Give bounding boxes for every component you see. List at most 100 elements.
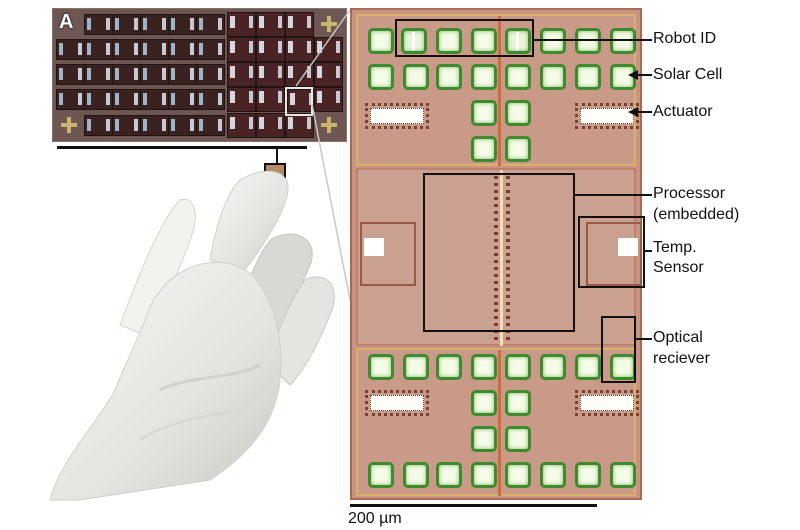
solar-cell: [471, 100, 497, 126]
label-solar-cell: Solar Cell: [653, 66, 723, 83]
optical-receiver-leader: [636, 338, 652, 340]
solar-cell: [505, 390, 531, 416]
solar-cell: [540, 354, 566, 380]
solar-cell: [540, 64, 566, 90]
robot-id-callout-box: [395, 19, 534, 57]
solar-cell: [505, 462, 531, 488]
robot-die: [112, 89, 141, 110]
robot-die: [112, 14, 141, 35]
robot-die: [227, 37, 256, 62]
robot-die: [285, 12, 314, 37]
solar-cell: [403, 462, 429, 488]
solar-cell: [505, 136, 531, 162]
actuator: [575, 103, 639, 129]
robot-die: [140, 39, 169, 60]
robot-die: [227, 87, 256, 112]
solar-cell: [505, 100, 531, 126]
label-processor-sub: (embedded): [653, 206, 740, 223]
solar-cell: [471, 64, 497, 90]
via-column: [494, 176, 498, 341]
solar-cell: [471, 136, 497, 162]
solar-cell: [575, 64, 601, 90]
robot-id-leader: [534, 39, 652, 41]
solar-cell: [575, 354, 601, 380]
robot-die: [227, 12, 256, 37]
chip-scale-bar: [350, 504, 597, 507]
wafer-inset-image: A: [52, 8, 347, 142]
chip-top-section: [356, 14, 639, 166]
robot-die: [196, 64, 225, 85]
label-processor: Processor: [653, 185, 726, 202]
solar-cell: [368, 462, 394, 488]
processor-callout-box: [423, 173, 575, 332]
robot-die: [256, 87, 285, 112]
robot-die: [84, 64, 113, 85]
robot-die: [256, 62, 285, 87]
robot-id-element: [505, 28, 531, 54]
solar-cell: [505, 64, 531, 90]
robot-die: [256, 113, 285, 138]
alignment-mark-icon: [321, 16, 337, 32]
robot-die: [314, 62, 343, 87]
robot-die: [112, 64, 141, 85]
alignment-mark-icon: [321, 117, 337, 133]
label-actuator: Actuator: [653, 103, 713, 120]
robot-die: [84, 115, 113, 136]
actuator: [365, 390, 429, 416]
robot-die: [168, 14, 197, 35]
robot-die: [196, 14, 225, 35]
robot-die: [196, 115, 225, 136]
panel-label: A: [59, 11, 74, 33]
label-receiver: reciever: [653, 350, 710, 367]
solar-cell: [471, 426, 497, 452]
actuator-leader: [636, 111, 652, 113]
alignment-mark-icon: [61, 117, 77, 133]
actuator: [575, 390, 639, 416]
robot-id-element: [401, 28, 427, 54]
robot-die: [196, 89, 225, 110]
solar-cell: [575, 28, 601, 54]
gloved-hand-image: [49, 170, 335, 501]
wafer-scale-bar: [57, 146, 307, 149]
label-optical: Optical: [653, 329, 703, 346]
actuator: [365, 103, 429, 129]
robot-die: [168, 115, 197, 136]
solar-cell: [436, 462, 462, 488]
center-trace: [498, 350, 501, 496]
solar-cell: [368, 28, 394, 54]
solar-cell: [436, 28, 462, 54]
robot-die: [227, 62, 256, 87]
temp-sensor-leader: [645, 250, 652, 252]
scale-bar-label: 200 µm: [348, 510, 402, 527]
robot-die: [140, 115, 169, 136]
temp-sensor-callout-box: [578, 216, 645, 288]
arrow-left-icon: [628, 70, 638, 80]
robot-die: [256, 37, 285, 62]
solar-cell: [505, 426, 531, 452]
solar-cell: [403, 64, 429, 90]
robot-die: [227, 113, 256, 138]
solar-cell: [368, 354, 394, 380]
solar-cell-leader: [636, 74, 652, 76]
robot-die: [84, 14, 113, 35]
arrow-left-icon: [628, 107, 638, 117]
solar-cell: [540, 28, 566, 54]
label-sensor: Sensor: [653, 259, 704, 276]
solar-cell: [610, 28, 636, 54]
solar-cell: [471, 354, 497, 380]
solar-cell: [540, 462, 566, 488]
solar-cell: [368, 64, 394, 90]
center-trace: [498, 16, 501, 166]
solar-cell: [436, 354, 462, 380]
solar-cell: [610, 462, 636, 488]
robot-die: [285, 37, 314, 62]
robot-die: [256, 12, 285, 37]
label-temp: Temp.: [653, 239, 697, 256]
optical-receiver-callout-box: [601, 316, 636, 383]
label-robot-id: Robot ID: [653, 30, 717, 47]
processor-leader: [575, 194, 652, 196]
robot-die: [285, 113, 314, 138]
temp-sensor-right: [586, 222, 642, 286]
center-trace: [500, 170, 503, 346]
